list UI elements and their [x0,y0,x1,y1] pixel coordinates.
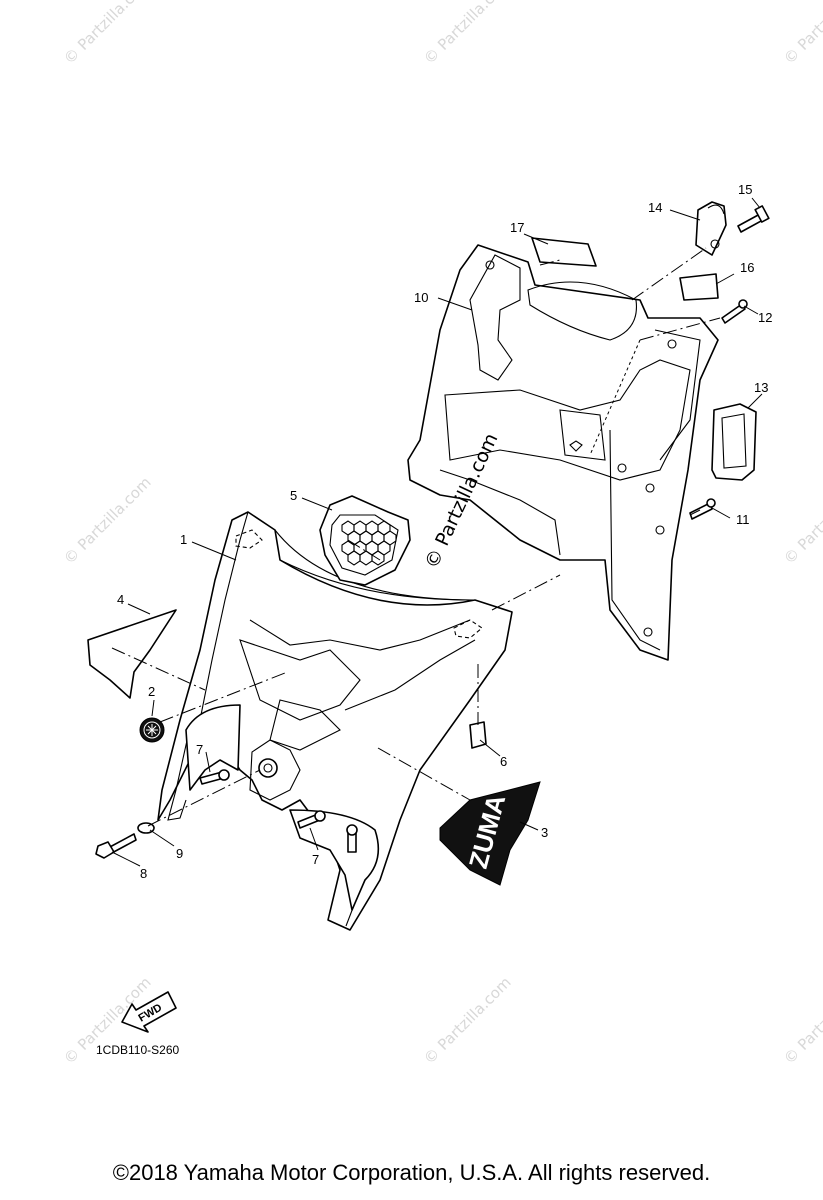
part-12-screw [721,299,748,324]
part-15-screw [737,205,770,233]
callout-15: 15 [738,182,752,197]
part-11-screw [689,498,716,520]
part-16-label [679,273,719,301]
watermark-tile: © Partzilla.com [60,473,155,568]
watermark-tile: © Partzilla.com [780,973,823,1068]
watermark-tile: © Partzilla.com [780,473,823,568]
callout-5: 5 [290,488,297,503]
callout-6: 6 [500,754,507,769]
callout-11: 11 [736,512,750,527]
part-14-clip [695,201,727,256]
part-3-decal: ZUMA [439,781,541,886]
part-7-screw [346,824,358,853]
part-4-decal [87,609,177,699]
part-6-clip [469,721,487,749]
assembly-lines [111,247,721,827]
callout-3: 3 [541,825,548,840]
part-8-bolt [95,833,137,859]
callout-16: 16 [740,260,754,275]
part-2-emblem [139,717,165,743]
lower-inner-panel-left [185,704,241,791]
watermark-tile: © Partzilla.com [420,973,515,1068]
callouts: 1 2 3 4 5 6 7 7 8 9 10 11 12 13 14 15 16… [117,182,772,881]
part-7-screw [297,810,326,829]
part-13-pad [711,403,757,481]
watermark-tile: © Partzilla.com [60,0,155,68]
callout-14: 14 [648,200,662,215]
leader-lines [111,197,763,867]
diagram-code: 1CDB110-S260 [96,1043,179,1057]
callout-1: 1 [180,532,187,547]
callout-9: 9 [176,846,183,861]
callout-17: 17 [510,220,524,235]
callout-4: 4 [117,592,124,607]
copyright-notice: ©2018 Yamaha Motor Corporation, U.S.A. A… [112,1160,711,1185]
callout-7: 7 [312,852,319,867]
watermark-tile: © Partzilla.com [780,0,823,68]
part-7-screw [199,769,230,785]
callout-8: 8 [140,866,147,881]
part-17-label [531,237,597,267]
callout-2: 2 [148,684,155,699]
callout-10: 10 [414,290,428,305]
part-10-leg-shield-inner [407,244,719,661]
fwd-arrow-icon: FWD [121,991,177,1033]
callout-13: 13 [754,380,768,395]
callout-7: 7 [196,742,203,757]
watermark-tile: © Partzilla.com [420,0,515,68]
part-5-mesh-grille [319,495,411,586]
callout-12: 12 [758,310,772,325]
